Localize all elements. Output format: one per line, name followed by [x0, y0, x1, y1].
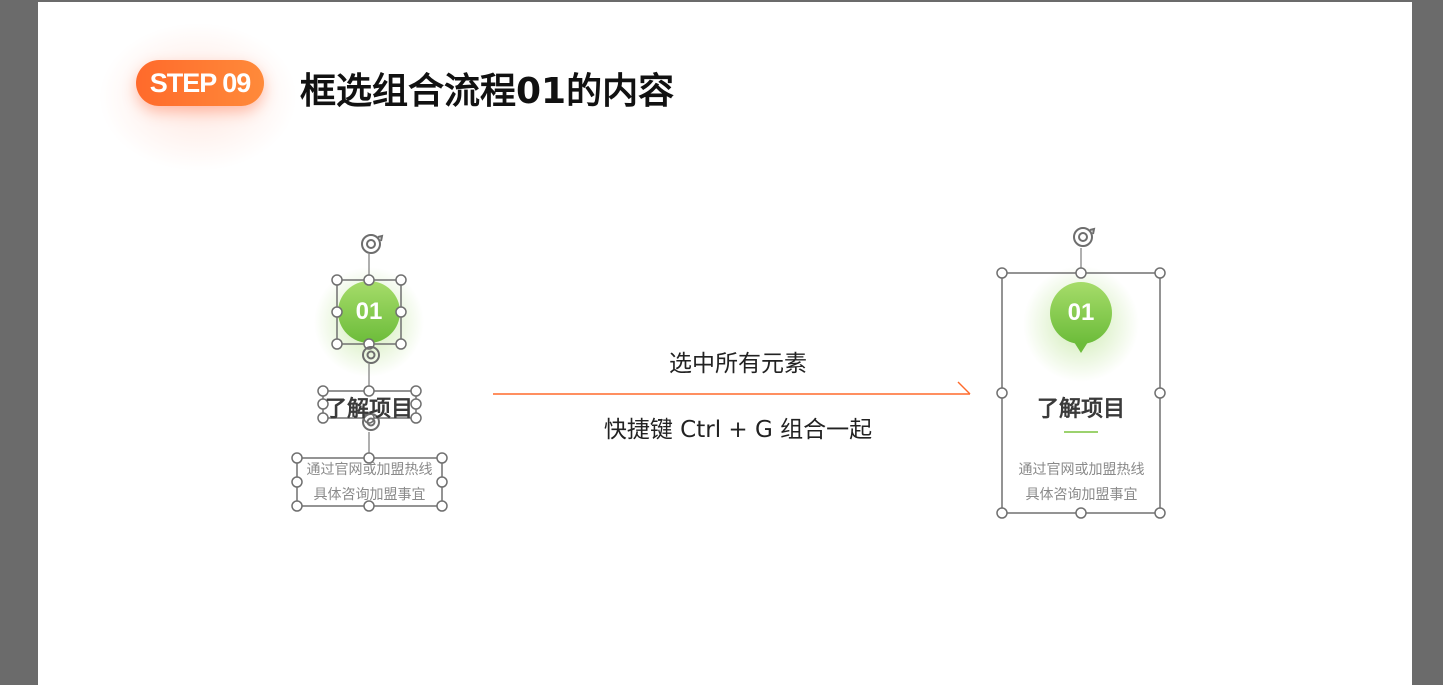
left-desc-text: 通过官网或加盟热线 具体咨询加盟事宜: [294, 458, 445, 508]
left-desc-line1: 通过官网或加盟热线: [306, 462, 433, 478]
right-title-text: 了解项目: [1036, 397, 1125, 422]
page-title: 框选组合流程01的内容: [300, 71, 675, 112]
left-number-shape[interactable]: [314, 267, 424, 377]
right-group-selection[interactable]: [996, 267, 1166, 519]
right-desc-line1: 通过官网或加盟热线: [1018, 462, 1145, 478]
process-arrow: [493, 381, 971, 395]
arrow-top-label: 选中所有元素: [669, 351, 807, 377]
right-number-badge: [1050, 282, 1112, 344]
right-number-text: 01: [1067, 299, 1095, 326]
step-badge: STEP 09: [136, 60, 264, 106]
right-number-shape[interactable]: [1023, 266, 1139, 382]
left-desc-line2: 具体咨询加盟事宜: [313, 487, 426, 503]
right-rotate-handle[interactable]: [1073, 227, 1096, 273]
left-title-text: 了解项目: [324, 397, 413, 422]
right-desc-line2: 具体咨询加盟事宜: [1025, 487, 1138, 503]
arrow-bottom-label: 快捷键 Ctrl + G 组合一起: [603, 417, 873, 443]
left-number-badge: [338, 281, 400, 343]
slide-canvas: STEP 09 框选组合流程01的内容: [38, 2, 1412, 685]
left-number-text: 01: [355, 298, 383, 325]
right-desc-text: 通过官网或加盟热线 具体咨询加盟事宜: [1006, 458, 1157, 508]
slide-artwork: [291, 227, 1166, 519]
right-number-pointer: [1074, 342, 1088, 353]
left-desc-selection[interactable]: [291, 452, 448, 512]
